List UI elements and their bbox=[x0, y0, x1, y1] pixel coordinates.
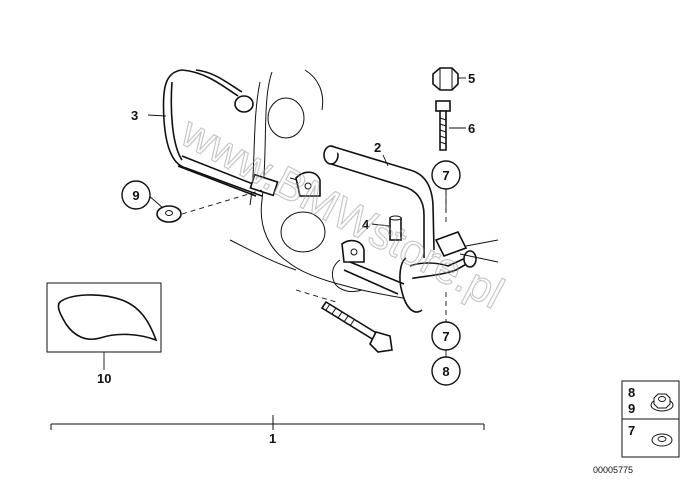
crash-bar-left bbox=[162, 69, 321, 197]
callout-10: 10 bbox=[97, 371, 111, 386]
washer-icon bbox=[651, 433, 673, 447]
svg-text:00005775: 00005775 bbox=[593, 465, 633, 475]
svg-text:3: 3 bbox=[131, 108, 138, 123]
diagram-number: 00005775 bbox=[593, 465, 633, 475]
svg-text:2: 2 bbox=[374, 140, 381, 155]
callout-1: 1 bbox=[269, 431, 276, 446]
svg-text:9: 9 bbox=[628, 401, 635, 416]
svg-text:10: 10 bbox=[97, 371, 111, 386]
callout-4: 4 bbox=[362, 217, 370, 232]
callout-7-upper: 7 bbox=[431, 160, 461, 190]
callout-9: 9 bbox=[121, 180, 151, 210]
callout-3: 3 bbox=[131, 108, 138, 123]
svg-text:4: 4 bbox=[362, 217, 370, 232]
callout-2: 2 bbox=[374, 140, 381, 155]
legend-row-washer: 7 bbox=[628, 423, 635, 438]
washer bbox=[156, 205, 182, 223]
svg-text:8: 8 bbox=[442, 364, 449, 379]
callout-7-lower: 7 bbox=[431, 321, 461, 351]
watermark: www.BMWstore.pl bbox=[172, 106, 512, 319]
hex-bolt bbox=[435, 100, 451, 151]
callout-5: 5 bbox=[468, 71, 475, 86]
legend-row-nut-washer: 8 9 bbox=[628, 385, 635, 416]
svg-text:6: 6 bbox=[468, 121, 475, 136]
hex-nut bbox=[432, 67, 459, 91]
svg-text:5: 5 bbox=[468, 71, 475, 86]
inset-box-pad bbox=[46, 282, 162, 370]
leader-lines bbox=[147, 77, 466, 357]
engine-casing bbox=[229, 69, 415, 301]
svg-text:1: 1 bbox=[269, 431, 276, 446]
spacer-sleeve bbox=[389, 215, 402, 241]
self-locking-nut-icon bbox=[650, 393, 674, 412]
svg-text:7: 7 bbox=[628, 423, 635, 438]
svg-text:8: 8 bbox=[628, 385, 635, 400]
svg-text:9: 9 bbox=[132, 188, 139, 203]
svg-text:7: 7 bbox=[442, 168, 449, 183]
long-bolt bbox=[320, 300, 393, 353]
callout-6: 6 bbox=[468, 121, 475, 136]
svg-text:7: 7 bbox=[442, 329, 449, 344]
svg-text:www.BMWstore.pl: www.BMWstore.pl bbox=[172, 107, 511, 318]
callout-8: 8 bbox=[431, 356, 461, 386]
assembly-bracket bbox=[50, 415, 485, 430]
